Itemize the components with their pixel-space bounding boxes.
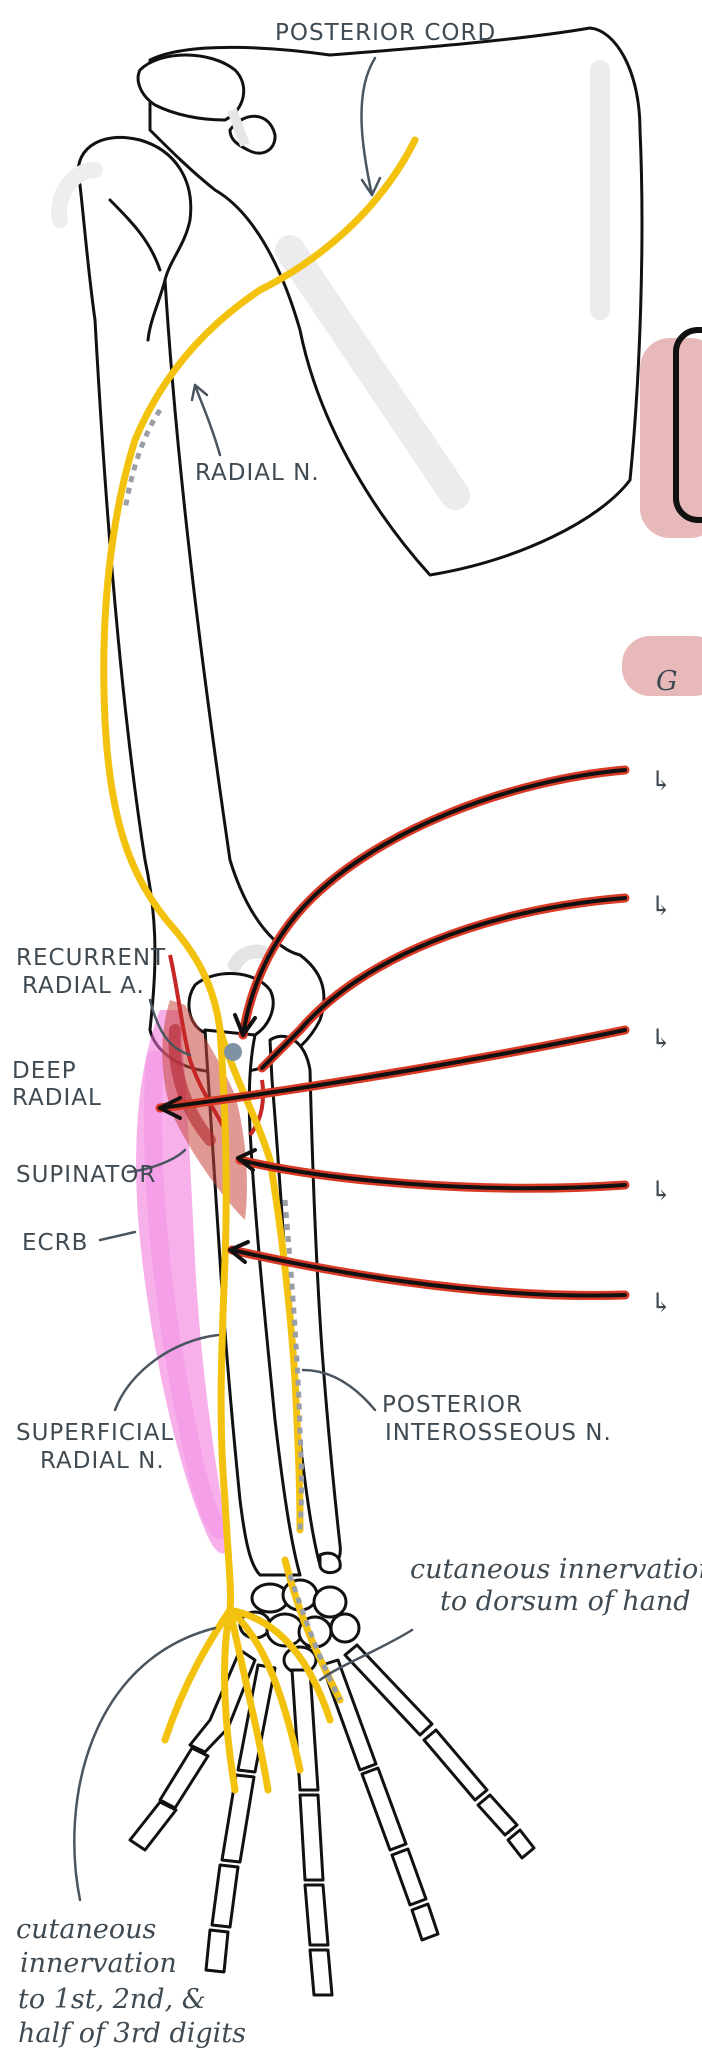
label-superficial-radial-n-2: RADIAL N. (40, 1448, 165, 1474)
label-cutaneous-digits-2: innervation (20, 1948, 177, 1979)
label-supinator: SUPINATOR (16, 1162, 156, 1188)
label-recurrent-radial-a-2: RADIAL A. (22, 973, 145, 999)
label-posterior-interosseous-1: POSTERIOR (382, 1392, 523, 1418)
ulna-styloid (320, 1553, 340, 1573)
label-recurrent-radial-a-1: RECURRENT (16, 945, 166, 971)
label-deep-radial-2: RADIAL (12, 1085, 102, 1111)
list-bullet-2: ↳ (650, 891, 673, 922)
label-superficial-radial-n-1: SUPERFICIAL (16, 1420, 174, 1446)
label-cutaneous-dorsum-1: cutaneous innervation (410, 1554, 702, 1585)
list-bullet-3: ↳ (650, 1024, 673, 1055)
label-cutaneous-dorsum-2: to dorsum of hand (440, 1586, 691, 1617)
pointer-ecrb (100, 1232, 135, 1240)
label-cutaneous-digits-4: half of 3rd digits (18, 2018, 246, 2049)
hand-bones (130, 1645, 534, 1995)
label-deep-radial-1: DEEP (12, 1058, 77, 1084)
vessel-branch-dot (224, 1043, 242, 1061)
label-ecrb: ECRB (22, 1230, 88, 1256)
list-bullet-5: ↳ (650, 1288, 673, 1319)
list-bullet-1: ↳ (650, 766, 673, 797)
label-cutaneous-digits-3: to 1st, 2nd, & (18, 1984, 206, 2015)
label-radial-n: RADIAL N. (195, 460, 320, 486)
label-posterior-interosseous-2: INTEROSSEOUS N. (385, 1420, 612, 1446)
list-bullet-4: ↳ (650, 1176, 673, 1207)
label-posterior-cord: POSTERIOR CORD (275, 20, 496, 46)
heading-highlight-1 (640, 338, 702, 538)
partial-heading-char: G (656, 666, 678, 697)
label-cutaneous-digits-1: cutaneous (16, 1914, 156, 1945)
